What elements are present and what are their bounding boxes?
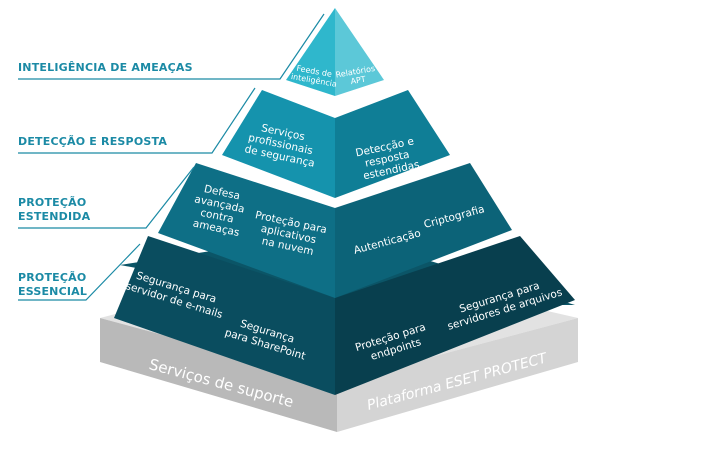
base-left-face <box>100 318 337 432</box>
tier-labels: INTELIGÊNCIA DE AMEAÇAS DETECÇÃO E RESPO… <box>18 13 325 301</box>
leader-line-essential <box>18 243 141 301</box>
tier4-right-face <box>335 236 575 395</box>
label-essential: PROTEÇÃO ESSENCIAL <box>18 271 90 298</box>
tier3-left-item-2: Proteção para aplicativos na nuvem <box>249 209 331 260</box>
tier-intelligence: Feeds de inteligência Relatórios APT <box>286 8 384 96</box>
tier3-left-face <box>158 163 335 298</box>
leader-line-detection <box>18 87 256 154</box>
tier4-left-face <box>114 236 335 395</box>
tier-extended: Defesa avançada contra ameaças Proteção … <box>158 163 512 298</box>
label-detection: DETECÇÃO E RESPOSTA <box>18 135 167 148</box>
tier-detection: Serviços profissionais de segurança Dete… <box>222 90 450 198</box>
label-intelligence: INTELIGÊNCIA DE AMEAÇAS <box>18 61 193 74</box>
label-extended: PROTEÇÃO ESTENDIDA <box>18 196 91 223</box>
base-right-face <box>337 318 578 432</box>
tier1-left-face <box>286 8 335 96</box>
tier1-right-face <box>335 8 384 96</box>
tier2-right-face <box>335 90 450 198</box>
tier3-right-face <box>335 163 512 298</box>
leader-line-intelligence <box>18 13 325 80</box>
tier2-left-face <box>222 90 335 198</box>
leader-line-extended <box>18 166 195 229</box>
